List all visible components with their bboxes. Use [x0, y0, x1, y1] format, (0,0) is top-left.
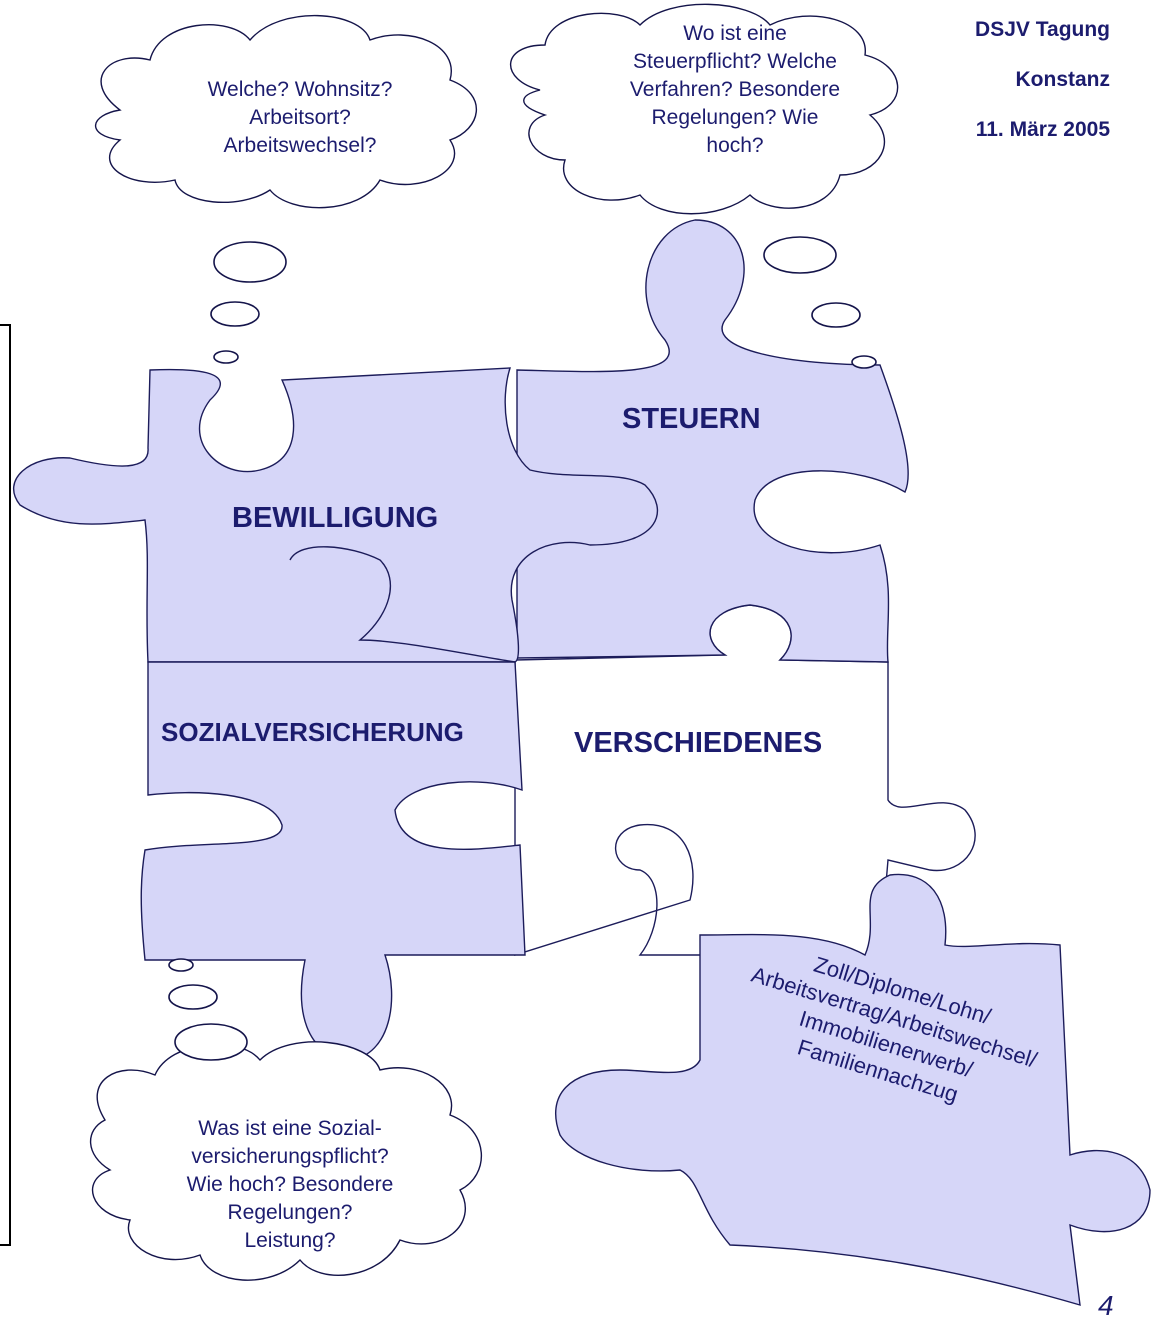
cloud-line: Arbeitswechsel?: [223, 134, 377, 157]
piece-bewilligung: [13, 367, 659, 663]
label-steuern: STEUERN: [622, 403, 761, 435]
cloud-line: Verfahren? Besondere: [629, 78, 841, 101]
left-frame: [0, 324, 11, 1246]
bubble-c3: [174, 1023, 248, 1061]
cloud-steuern: [509, 3, 899, 215]
bubble-b1: [763, 236, 837, 274]
cloud-line: Was ist eine Sozial-: [198, 1117, 382, 1140]
header-line-1: DSJV Tagung: [975, 18, 1110, 41]
header-line-2: Konstanz: [1015, 68, 1111, 91]
cloud-line: Welche? Wohnsitz?: [207, 78, 393, 101]
label-sozialversicherung: SOZIALVERSICHERUNG: [161, 717, 464, 747]
cloud-line: Regelungen?: [227, 1201, 353, 1224]
cloud-line: Leistung?: [244, 1229, 336, 1252]
label-bewilligung: BEWILLIGUNG: [232, 502, 439, 534]
cloud-bewilligung: [94, 14, 478, 209]
bubble-b2: [811, 302, 861, 328]
cloud-text-bewilligung: Welche? Wohnsitz? Arbeitsort? Arbeitswec…: [170, 76, 430, 160]
cloud-line: Wie hoch? Besondere: [186, 1173, 394, 1196]
cloud-line: Steuerpflicht? Welche: [633, 50, 837, 73]
cloud-line: hoch?: [706, 134, 764, 157]
bubble-c2: [168, 984, 218, 1010]
piece-steuern: [516, 219, 909, 663]
piece-detail: [555, 873, 1151, 1306]
cloud-line: versicherungspflicht?: [191, 1145, 389, 1168]
page-number: 4: [1098, 1290, 1114, 1321]
header-line-3: 11. März 2005: [975, 118, 1110, 141]
bubble-a1: [213, 241, 287, 283]
bubble-b3: [851, 355, 877, 369]
bubble-c1: [168, 958, 194, 972]
label-verschiedenes: VERSCHIEDENES: [574, 727, 823, 759]
cloud-text-sozial: Was ist eine Sozial- versicherungspflich…: [145, 1115, 435, 1255]
bubble-a2: [210, 301, 260, 327]
cloud-line: Arbeitsort?: [249, 106, 351, 129]
cloud-line: Wo ist eine: [683, 22, 787, 45]
cloud-text-steuern: Wo ist eine Steuerpflicht? Welche Verfah…: [600, 20, 870, 160]
bubble-a3: [213, 350, 239, 364]
cloud-line: Regelungen? Wie: [651, 106, 819, 129]
